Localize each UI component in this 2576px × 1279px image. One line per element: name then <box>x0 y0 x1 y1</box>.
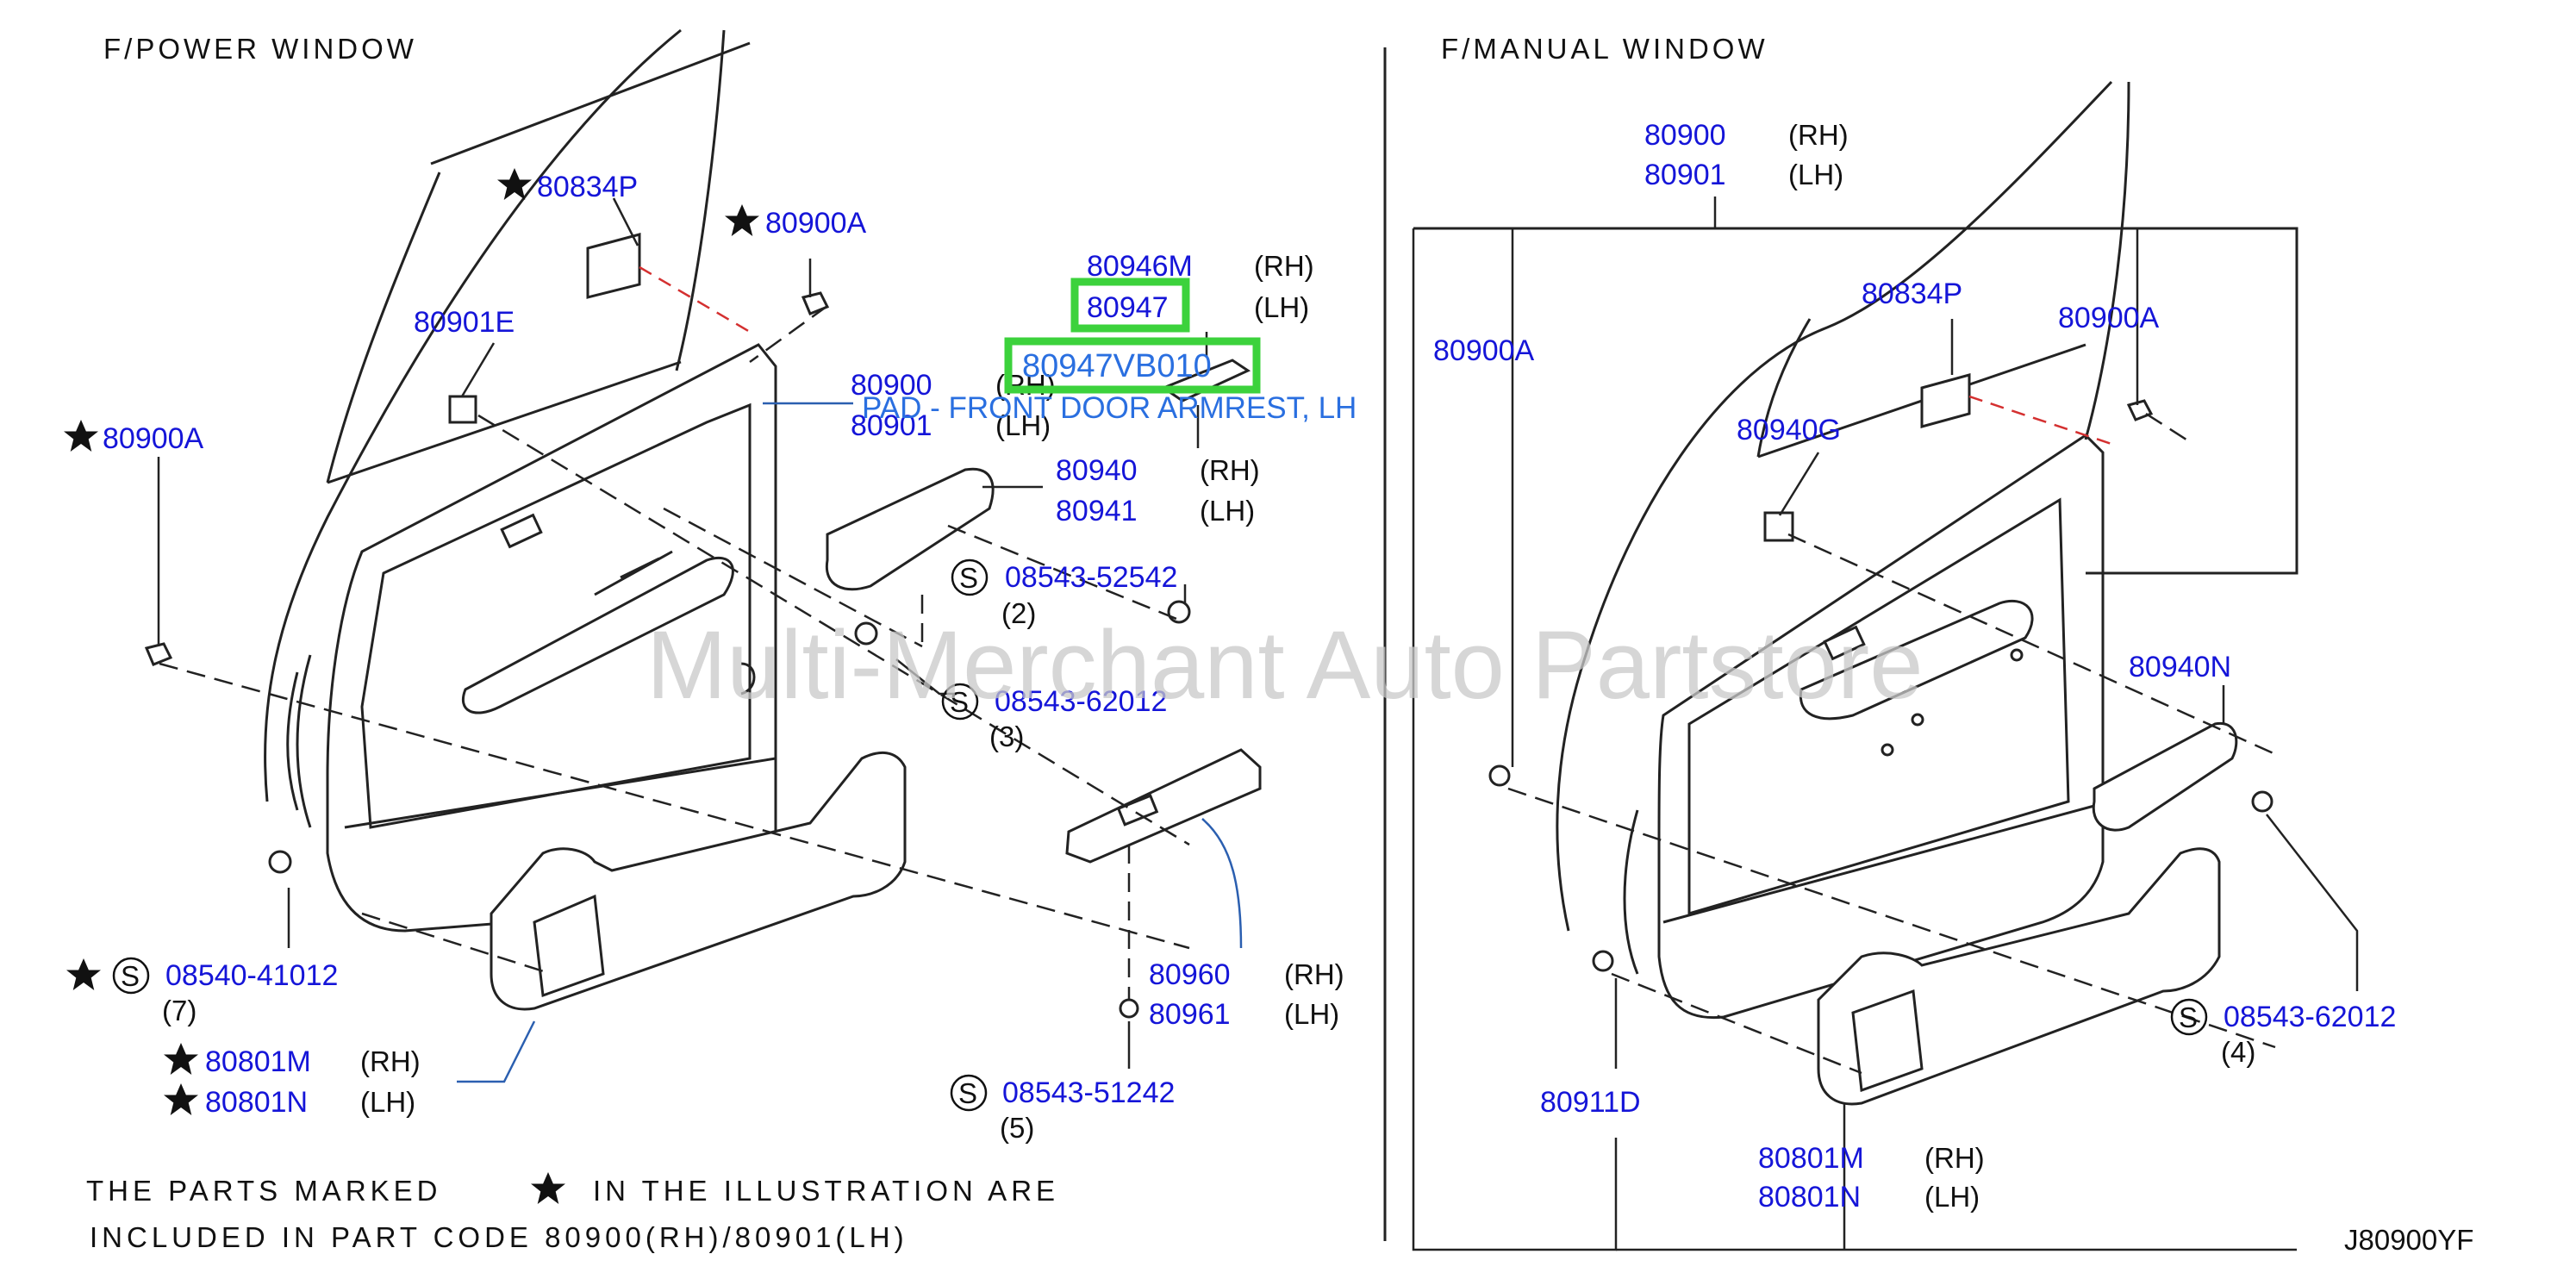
power-leader-lines <box>157 197 1243 1083</box>
side-lh: (LH) <box>360 1086 415 1118</box>
side-lh: (LH) <box>1254 291 1309 323</box>
screw-symbol: S <box>950 686 969 718</box>
manual-leader-lines <box>1412 197 2359 1251</box>
star-icon <box>64 420 98 452</box>
screw-qty: (7) <box>162 995 196 1026</box>
star-icon <box>66 958 101 990</box>
highlight-box-selected <box>1004 337 1261 394</box>
screw-08543-52542[interactable]: 08543-52542 <box>1005 561 1177 594</box>
side-lh: (LH) <box>1924 1181 1980 1213</box>
side-rh: (RH) <box>1284 958 1344 990</box>
part-tooltip: PAD - FRONT DOOR ARMREST, LH <box>862 391 1357 425</box>
part-80940[interactable]: 80940 <box>1056 454 1138 487</box>
screw-qty: (2) <box>1001 597 1036 629</box>
side-rh: (RH) <box>1200 454 1260 486</box>
screw-08543-62012[interactable]: 08543-62012 <box>2224 1001 2396 1033</box>
screw-symbol-icon <box>950 1074 988 1112</box>
star-icon <box>531 1172 565 1204</box>
side-lh: (LH) <box>1284 998 1339 1030</box>
screw-08540-41012[interactable]: 08540-41012 <box>165 959 338 992</box>
part-80940G[interactable]: 80940G <box>1737 414 1841 446</box>
part-80946M[interactable]: 80946M <box>1087 250 1193 283</box>
part-80834P[interactable]: 80834P <box>537 171 638 203</box>
screw-qty: (5) <box>1000 1112 1034 1144</box>
part-80801N[interactable]: 80801N <box>1758 1181 1861 1213</box>
screw-symbol: S <box>958 1077 977 1109</box>
screw-08543-62012[interactable]: 08543-62012 <box>995 685 1167 718</box>
part-80940N[interactable]: 80940N <box>2129 651 2231 683</box>
side-lh: (LH) <box>995 409 1051 441</box>
watermark: Multi-Merchant Auto Partstore <box>646 611 1923 719</box>
manual-window-header: F/MANUAL WINDOW <box>1441 33 1768 65</box>
footnote-line1-a: THE PARTS MARKED <box>86 1175 442 1207</box>
manual-window-door-illustration <box>1413 80 2298 1106</box>
highlight-box <box>1070 278 1190 333</box>
part-80901[interactable]: 80901 <box>1644 159 1726 191</box>
screw-symbol: S <box>121 960 140 992</box>
part-80900[interactable]: 80900 <box>1644 119 1726 152</box>
star-icon <box>164 1043 198 1075</box>
part-80900A[interactable]: 80900A <box>765 207 867 240</box>
screw-symbol-icon <box>2170 998 2208 1036</box>
screw-qty: (4) <box>2221 1036 2255 1068</box>
power-window-header: F/POWER WINDOW <box>103 33 417 65</box>
screw-symbol: S <box>2179 1001 2198 1033</box>
part-80947VB010[interactable]: 80947VB010 <box>1022 348 1212 384</box>
part-80900A-left[interactable]: 80900A <box>1433 334 1535 367</box>
part-80961[interactable]: 80961 <box>1149 998 1231 1031</box>
power-window-door-illustration <box>144 28 1262 1019</box>
screw-symbol-icon <box>951 558 989 596</box>
side-rh: (RH) <box>360 1045 421 1077</box>
footnote-line2: INCLUDED IN PART CODE 80900(RH)/80901(LH… <box>90 1221 908 1253</box>
screw-symbol-icon <box>941 683 979 721</box>
part-80900[interactable]: 80900 <box>851 369 932 402</box>
part-80901E[interactable]: 80901E <box>414 306 515 339</box>
side-lh: (LH) <box>1200 495 1255 527</box>
screw-symbol-icon <box>112 957 150 995</box>
part-80901[interactable]: 80901 <box>851 409 932 442</box>
part-80960[interactable]: 80960 <box>1149 958 1231 991</box>
part-80941[interactable]: 80941 <box>1056 495 1138 527</box>
side-rh: (RH) <box>1788 119 1849 151</box>
part-80947[interactable]: 80947 <box>1087 291 1169 324</box>
part-80911D[interactable]: 80911D <box>1540 1086 1641 1119</box>
screw-symbol: S <box>959 562 978 594</box>
side-rh: (RH) <box>1254 250 1314 282</box>
side-rh: (RH) <box>1924 1142 1985 1174</box>
star-icon <box>164 1083 198 1115</box>
screw-08543-51242[interactable]: 08543-51242 <box>1002 1076 1175 1109</box>
part-80801M[interactable]: 80801M <box>1758 1142 1864 1175</box>
screw-qty: (3) <box>989 721 1024 752</box>
footnote-line1-b: IN THE ILLUSTRATION ARE <box>593 1175 1059 1207</box>
part-80834P[interactable]: 80834P <box>1862 278 1962 310</box>
part-80801M[interactable]: 80801M <box>205 1045 311 1078</box>
side-lh: (LH) <box>1788 159 1843 190</box>
part-80801N[interactable]: 80801N <box>205 1086 308 1119</box>
part-80900A-right[interactable]: 80900A <box>2058 302 2160 334</box>
diagram-code: J80900YF <box>2344 1224 2473 1256</box>
part-80900A-left[interactable]: 80900A <box>103 422 204 455</box>
star-icon <box>725 204 759 236</box>
